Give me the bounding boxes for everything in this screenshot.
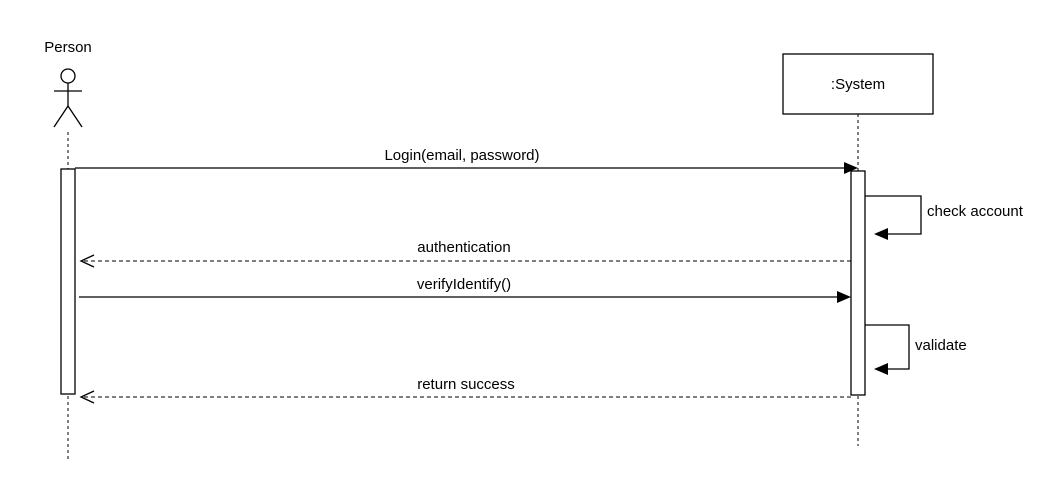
self-message-check-account-label: check account xyxy=(927,203,1024,220)
system-activation-bar xyxy=(850,170,866,396)
arrowhead-filled xyxy=(837,291,851,303)
stick-figure-icon xyxy=(53,68,83,128)
message-verify-identify: verifyIdentify() xyxy=(79,276,851,303)
participant-system: :System xyxy=(782,53,934,115)
actor-person: Person xyxy=(44,39,92,128)
actor-person-label: Person xyxy=(44,39,92,56)
return-success-label: return success xyxy=(417,376,515,393)
arrowhead-filled xyxy=(874,363,888,375)
self-message-validate-label: validate xyxy=(915,337,967,354)
system-label: :System xyxy=(831,76,885,93)
system-box xyxy=(782,53,934,115)
arrowhead-filled xyxy=(874,228,888,240)
message-verify-identify-label: verifyIdentify() xyxy=(417,276,511,293)
person-activation-bar xyxy=(60,168,76,395)
return-authentication-label: authentication xyxy=(417,239,510,256)
arrowhead-open xyxy=(79,254,95,268)
arrowhead-filled xyxy=(844,162,858,174)
message-login-label: Login(email, password) xyxy=(384,147,539,164)
arrowhead-open xyxy=(79,390,95,404)
return-authentication: authentication xyxy=(79,239,851,268)
self-message-check-account: check account xyxy=(865,195,1024,240)
message-login: Login(email, password) xyxy=(75,147,858,174)
return-success: return success xyxy=(79,376,851,404)
self-message-validate: validate xyxy=(865,324,967,375)
